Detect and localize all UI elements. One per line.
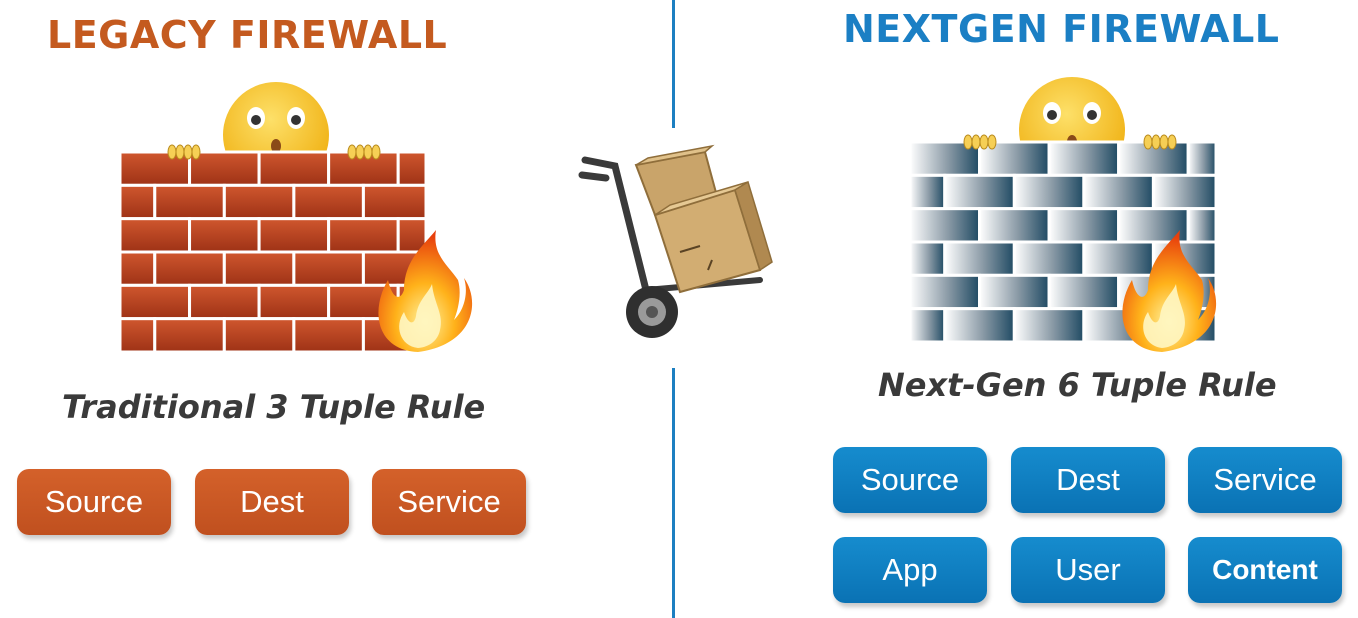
divider-top [672, 0, 675, 128]
legacy-tuple-source: Source [17, 469, 171, 535]
nextgen-title: NEXTGEN FIREWALL [843, 7, 1280, 51]
legacy-fingers [167, 144, 381, 160]
nextgen-tuple-user: User [1011, 537, 1165, 603]
nextgen-tuple-content: Content [1188, 537, 1342, 603]
nextgen-tuple-service: Service [1188, 447, 1342, 513]
nextgen-rule-label: Next-Gen 6 Tuple Rule [878, 366, 1277, 404]
brick-wall-icon [118, 150, 428, 354]
nextgen-tuple-app: App [833, 537, 987, 603]
legacy-tuple-dest: Dest [195, 469, 349, 535]
divider-bottom [672, 368, 675, 618]
nextgen-tuple-dest: Dest [1011, 447, 1165, 513]
flame-icon [1122, 230, 1217, 352]
legacy-rule-label: Traditional 3 Tuple Rule [62, 388, 486, 426]
legacy-tuple-service: Service [372, 469, 526, 535]
nextgen-tuple-source: Source [833, 447, 987, 513]
flame-icon [378, 230, 473, 352]
legacy-title: LEGACY FIREWALL [47, 13, 448, 57]
nextgen-fingers [963, 134, 1177, 150]
hand-truck-with-boxes-icon [578, 144, 773, 338]
